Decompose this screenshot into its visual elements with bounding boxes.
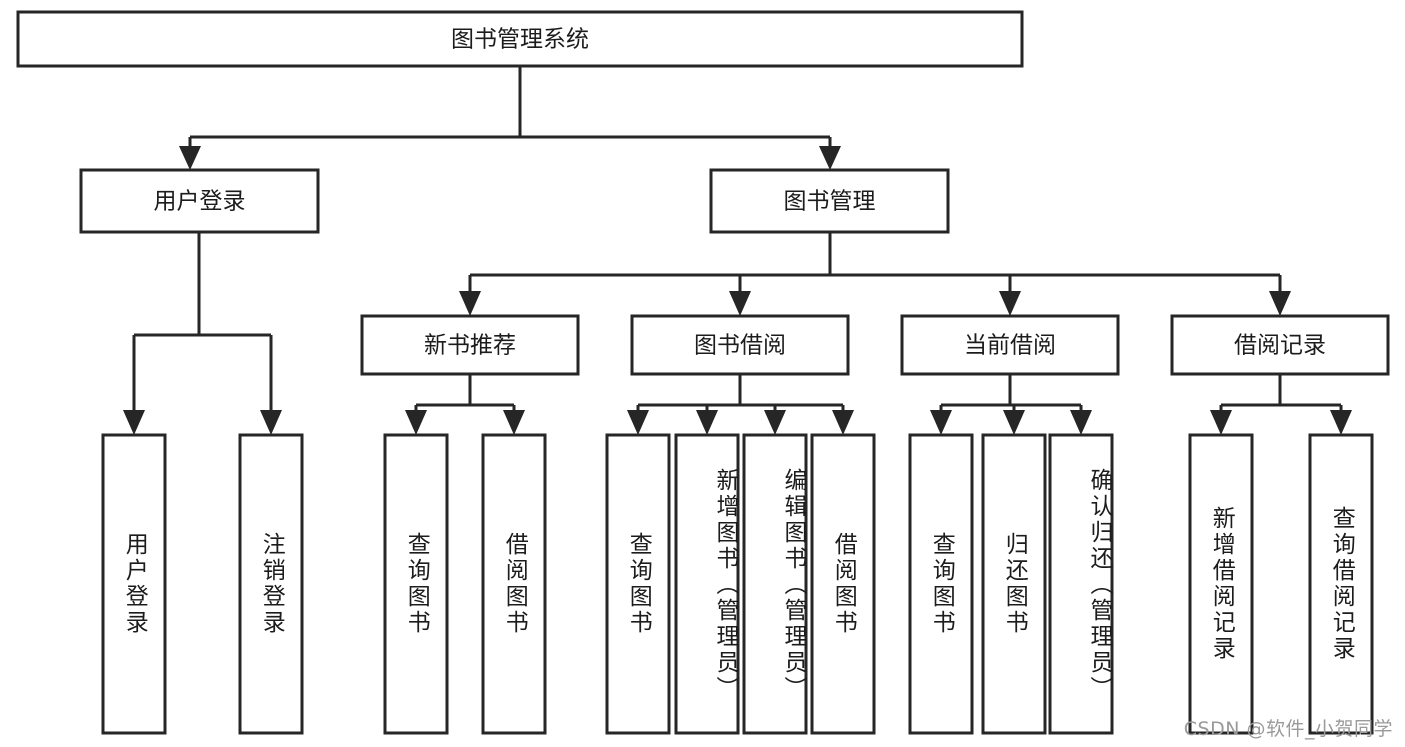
node-borrow-record-label: 借阅记录: [1234, 333, 1326, 359]
node-borrow-record-box[interactable]: [1170, 314, 1390, 376]
arrow-head-leaf-edit-book-admin: [764, 410, 786, 435]
arrow-head-leaf-query-book-borrow: [627, 410, 649, 435]
arrow-head-leaf-query-book-current: [930, 410, 952, 435]
arrow-head-leaf-query-borrow-record: [1330, 410, 1352, 435]
arrow-head-leaf-query-book-rec: [405, 410, 427, 435]
node-leaf-query-book-borrow-box[interactable]: [605, 433, 671, 735]
node-leaf-borrow-book-box[interactable]: [810, 433, 876, 735]
csdn-watermark: CSDN @软件_小贺同学: [1183, 718, 1393, 740]
node-new-book-rec-label: 新书推荐: [424, 333, 516, 359]
node-leaf-add-borrow-record-box[interactable]: [1188, 433, 1254, 735]
node-leaf-add-book-admin-box[interactable]: [674, 433, 740, 735]
arrow-head-new-book-rec: [459, 291, 481, 316]
arrow-head-current-borrow: [999, 291, 1021, 316]
node-leaf-confirm-return-admin-box[interactable]: [1048, 433, 1114, 735]
node-root-box[interactable]: [16, 10, 1024, 68]
node-leaf-borrow-book-rec-box[interactable]: [481, 433, 547, 735]
node-current-borrow-box[interactable]: [900, 314, 1120, 376]
node-leaf-query-borrow-record-box[interactable]: [1308, 433, 1374, 735]
connector-group: [123, 66, 1352, 435]
node-leaf-query-book-rec-box[interactable]: [383, 433, 449, 735]
node-leaf-user-login-box[interactable]: [101, 433, 167, 735]
arrow-head-book-borrow: [729, 291, 751, 316]
arrow-head-leaf-confirm-return-admin: [1070, 410, 1092, 435]
node-group: 图书管理系统 用户登录 图书管理 新书推荐 图书借阅 当前借阅 借阅记录: [16, 10, 1390, 735]
node-book-manage-box[interactable]: [709, 168, 950, 234]
node-book-borrow-box[interactable]: [630, 314, 850, 376]
arrow-head-user-login: [179, 146, 201, 170]
arrow-head-borrow-record: [1269, 291, 1291, 316]
arrow-head-book-manage: [819, 146, 841, 170]
node-leaf-edit-book-admin-box[interactable]: [742, 433, 808, 735]
node-book-borrow-label: 图书借阅: [694, 333, 786, 359]
node-user-login-label: 用户登录: [154, 189, 246, 215]
arrow-head-leaf-user-login: [123, 410, 145, 435]
node-new-book-rec-box[interactable]: [360, 314, 580, 376]
arrow-head-leaf-borrow-book: [832, 410, 854, 435]
arrow-head-leaf-return-book: [1003, 410, 1025, 435]
arrow-head-leaf-add-book-admin: [696, 410, 718, 435]
node-book-manage-label: 图书管理: [784, 189, 876, 215]
node-leaf-query-book-current-box[interactable]: [908, 433, 974, 735]
node-root-label: 图书管理系统: [451, 27, 589, 53]
node-current-borrow-label: 当前借阅: [964, 333, 1056, 359]
node-leaf-user-logout-box[interactable]: [238, 433, 304, 735]
node-user-login-box[interactable]: [79, 168, 320, 234]
arrow-head-leaf-add-borrow-record: [1210, 410, 1232, 435]
arrow-head-leaf-user-logout: [260, 410, 282, 435]
arrow-head-leaf-borrow-book-rec: [503, 410, 525, 435]
node-leaf-return-book-box[interactable]: [981, 433, 1047, 735]
